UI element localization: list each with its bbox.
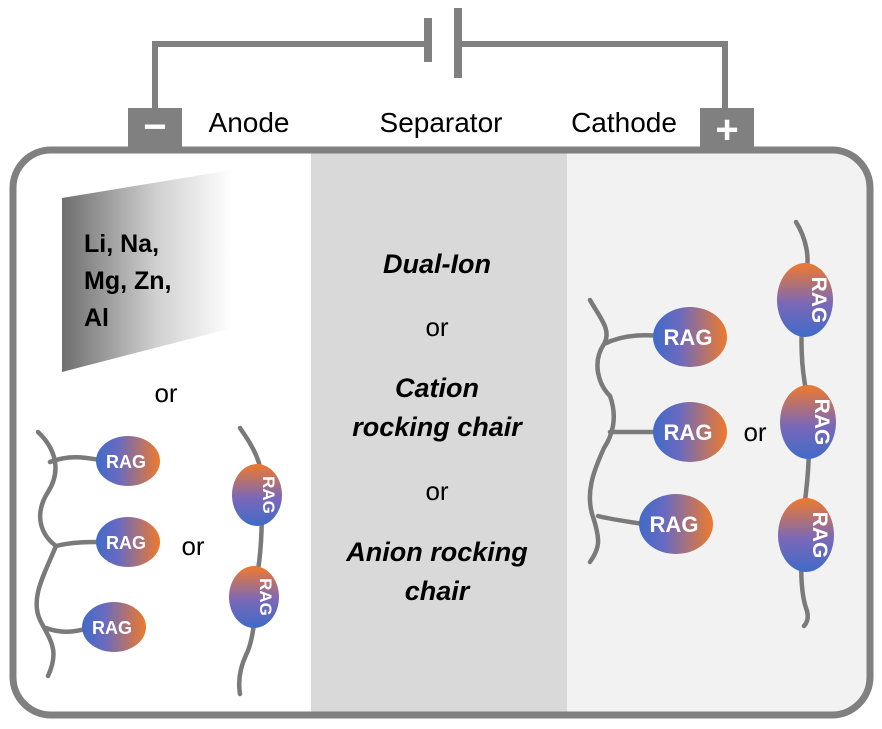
cation-line-1: Cation [395, 373, 479, 403]
circuit-wire [152, 41, 728, 112]
metal-line-2: Mg, Zn, [84, 267, 171, 295]
rag-cathode-2: RAG [653, 402, 727, 462]
rag-label: RAG [92, 618, 132, 638]
rag-anode-vertical-2: RAG [229, 566, 279, 628]
dual-ion-label: Dual-Ion [383, 249, 491, 279]
positive-terminal-symbol: + [715, 108, 738, 152]
anode-or-top: or [154, 378, 177, 408]
cathode-header: Cathode [571, 107, 677, 138]
rag-anode-vertical-1: RAG [232, 464, 282, 526]
rag-label: RAG [807, 277, 830, 324]
separator-or-1: or [425, 312, 448, 342]
rag-label: RAG [810, 399, 833, 446]
rag-label: RAG [106, 533, 146, 553]
metal-line-1: Li, Na, [84, 230, 159, 258]
negative-terminal [128, 108, 182, 150]
rag-label: RAG [664, 420, 713, 445]
rag-cathode-3: RAG [639, 494, 713, 554]
rag-anode-1: RAG [96, 436, 160, 486]
positive-terminal [700, 108, 754, 150]
rag-anode-3: RAG [82, 602, 146, 652]
rag-cathode-vertical-1: RAG [777, 263, 833, 337]
anion-line-1: Anion rocking [345, 537, 528, 567]
separator-or-2: or [425, 476, 448, 506]
metal-anode-plate [62, 170, 232, 372]
negative-terminal-symbol: − [143, 105, 166, 149]
rag-label: RAG [259, 476, 278, 514]
rag-anode-2: RAG [96, 517, 160, 567]
rag-cathode-vertical-2: RAG [780, 385, 836, 459]
rag-cathode-1: RAG [653, 307, 727, 367]
rag-label: RAG [256, 578, 275, 616]
separator-region [311, 150, 567, 715]
anion-line-2: chair [405, 576, 471, 606]
metal-line-3: Al [84, 304, 109, 332]
cell-frame [9, 146, 874, 719]
anode-header: Anode [209, 107, 290, 138]
separator-header: Separator [380, 107, 503, 138]
anode-or-mid: or [181, 531, 204, 561]
cathode-or: or [743, 417, 766, 447]
rag-cathode-vertical-3: RAG [778, 498, 834, 572]
rag-label: RAG [650, 512, 699, 537]
anode-branched-chain [34, 429, 103, 679]
rag-label: RAG [808, 512, 831, 559]
cathode-branched-chain [587, 297, 663, 565]
rag-label: RAG [664, 325, 713, 350]
rag-label: RAG [106, 452, 146, 472]
cation-line-2: rocking chair [352, 412, 523, 442]
